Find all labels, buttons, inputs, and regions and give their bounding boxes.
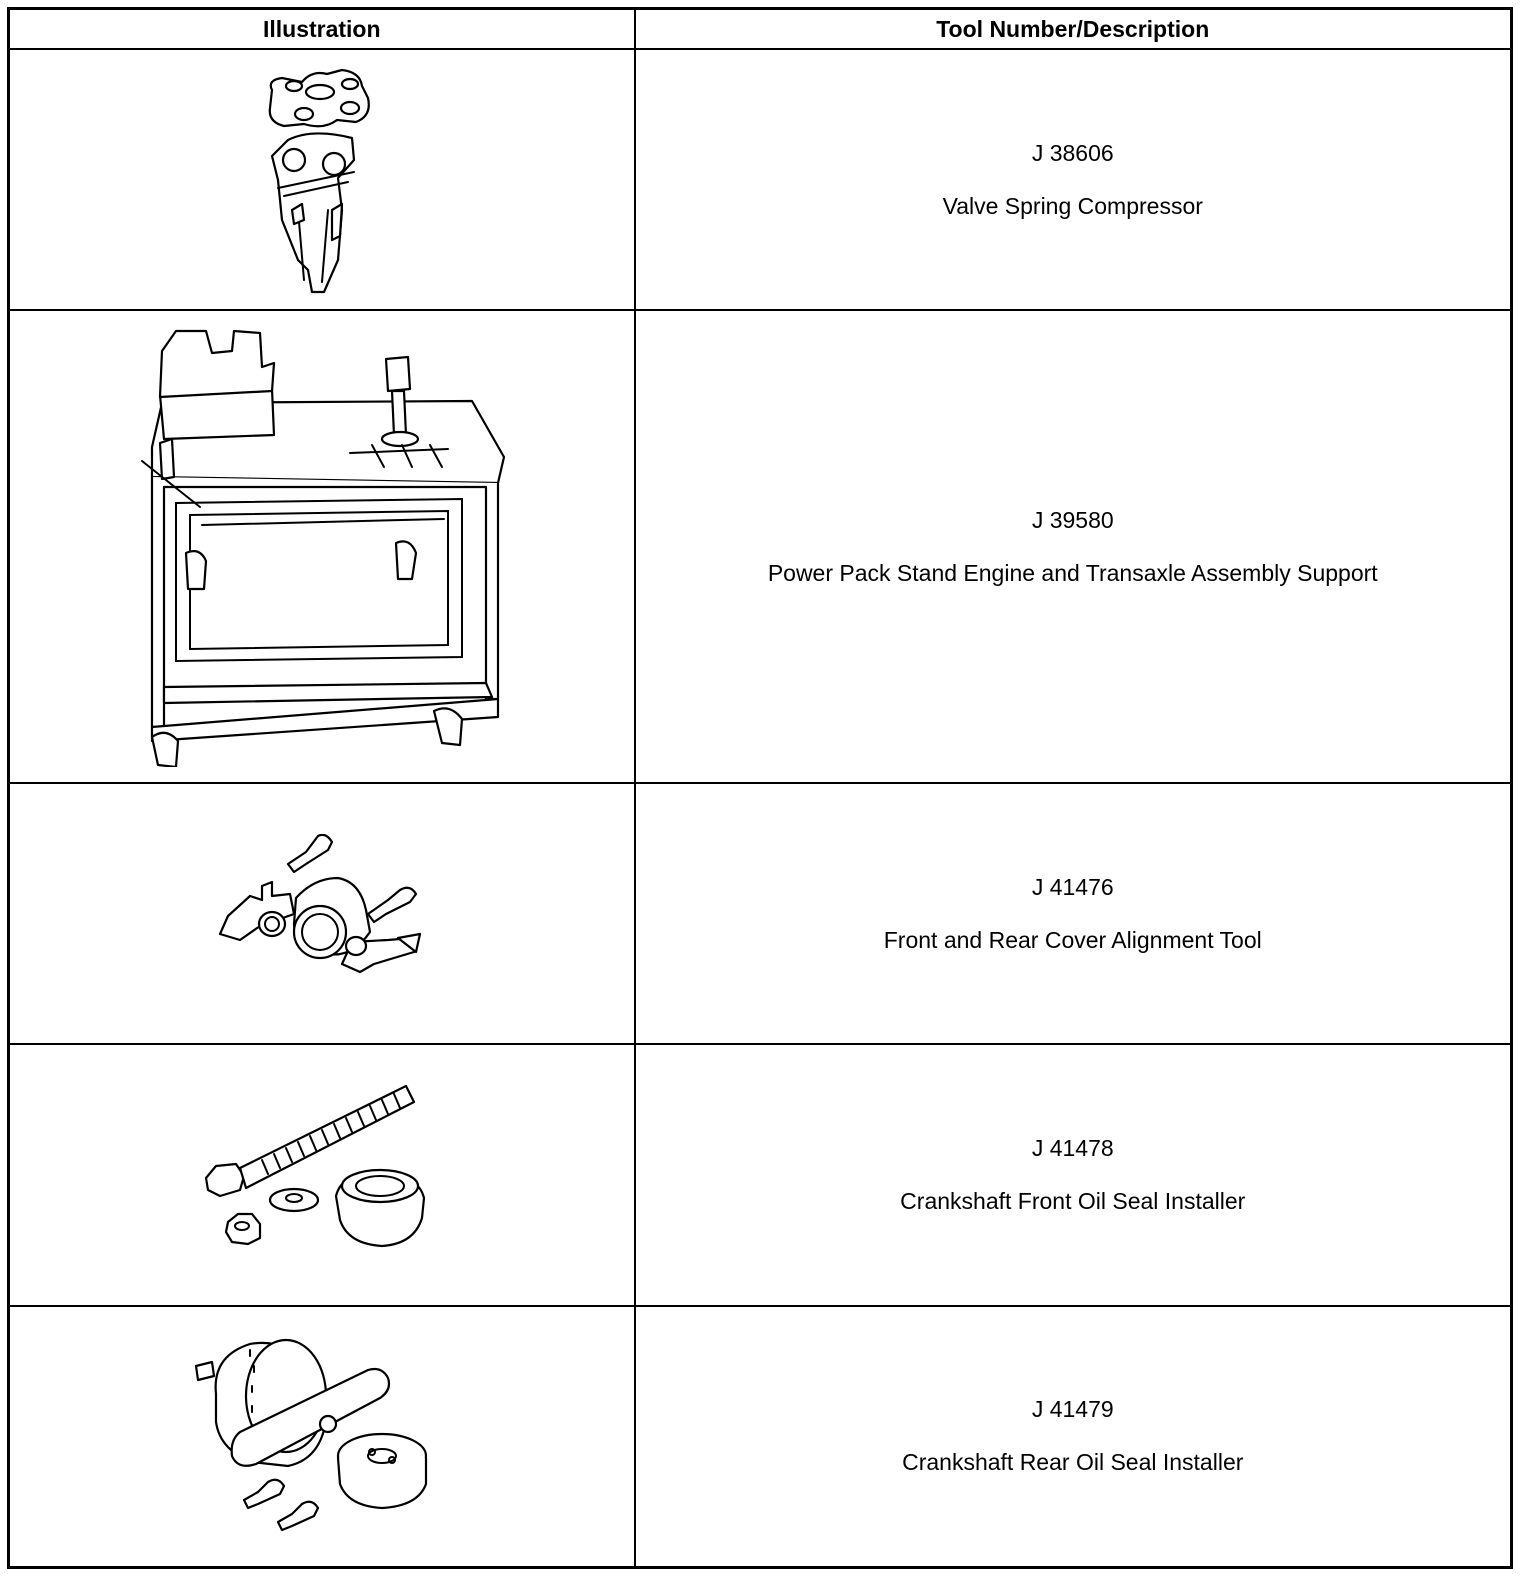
tool-number: J 41479 bbox=[1031, 1396, 1114, 1423]
illustration-cell bbox=[7, 1304, 636, 1569]
valve-spring-compressor-icon bbox=[268, 68, 370, 293]
rear-seal-installer-icon bbox=[194, 1339, 427, 1532]
illustration-cell bbox=[7, 47, 636, 312]
special-tools-table: Illustration Tool Number/Description bbox=[7, 7, 1513, 1569]
table-row: J 41476 Front and Rear Cover Alignment T… bbox=[7, 781, 1513, 1046]
tool-number: J 41476 bbox=[1031, 873, 1114, 900]
table-row: J 41478 Crankshaft Front Oil Seal Instal… bbox=[7, 1043, 1513, 1307]
front-seal-installer-icon bbox=[204, 1084, 425, 1248]
table-row: J 41479 Crankshaft Rear Oil Seal Install… bbox=[7, 1304, 1513, 1569]
description-cell: J 41479 Crankshaft Rear Oil Seal Install… bbox=[633, 1304, 1513, 1569]
header-row: Illustration Tool Number/Description bbox=[7, 7, 1513, 50]
table-row: J 39580 Power Pack Stand Engine and Tran… bbox=[7, 309, 1513, 784]
illustration-cell bbox=[7, 309, 636, 784]
description-cell: J 41478 Crankshaft Front Oil Seal Instal… bbox=[633, 1043, 1513, 1307]
tool-number: J 39580 bbox=[1031, 506, 1114, 533]
cover-alignment-tool-icon bbox=[218, 833, 421, 973]
tool-number: J 41478 bbox=[1031, 1134, 1114, 1161]
description-cell: J 39580 Power Pack Stand Engine and Tran… bbox=[633, 309, 1513, 784]
header-illustration: Illustration bbox=[7, 7, 636, 50]
illustration-cell bbox=[7, 1043, 636, 1307]
description-cell: J 38606 Valve Spring Compressor bbox=[633, 47, 1513, 312]
tool-description: Power Pack Stand Engine and Transaxle As… bbox=[767, 559, 1378, 586]
illustration-cell bbox=[7, 781, 636, 1046]
tool-description: Crankshaft Rear Oil Seal Installer bbox=[902, 1449, 1244, 1476]
header-tool-number-description: Tool Number/Description bbox=[633, 7, 1513, 50]
table-row: J 38606 Valve Spring Compressor bbox=[7, 47, 1513, 312]
tool-number: J 38606 bbox=[1031, 139, 1114, 166]
tool-description: Valve Spring Compressor bbox=[942, 192, 1203, 219]
engine-stand-icon bbox=[140, 329, 505, 767]
tool-description: Front and Rear Cover Alignment Tool bbox=[883, 926, 1262, 953]
tool-description: Crankshaft Front Oil Seal Installer bbox=[900, 1187, 1246, 1214]
description-cell: J 41476 Front and Rear Cover Alignment T… bbox=[633, 781, 1513, 1046]
